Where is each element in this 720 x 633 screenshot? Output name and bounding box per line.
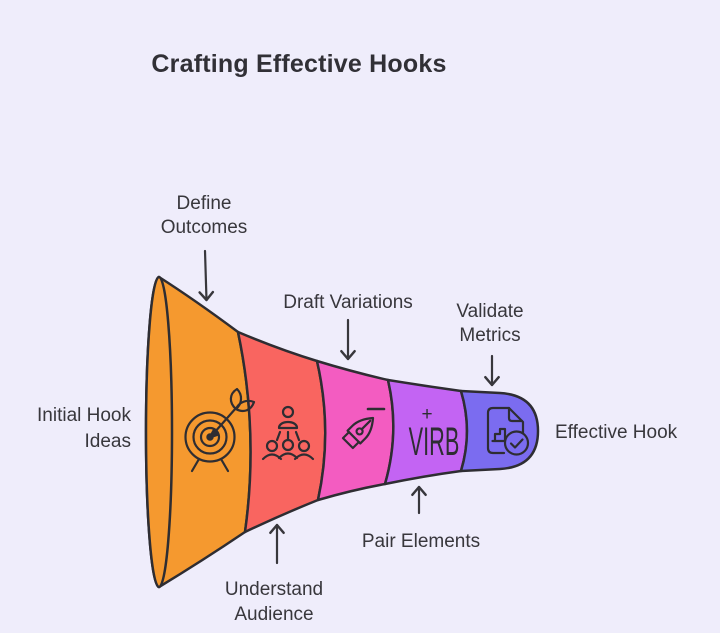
funnel-mouth-rim bbox=[144, 275, 174, 589]
label-initial-hook-ideas: Initial Hook Ideas bbox=[37, 405, 131, 452]
label-draft-variations: Draft Variations bbox=[283, 292, 413, 313]
virb-plus-glyph: + bbox=[421, 404, 432, 425]
page-title: Crafting Effective Hooks bbox=[151, 50, 447, 78]
virb-letters-icon: + VIRB bbox=[409, 404, 460, 464]
label-define-outcomes: Define Outcomes bbox=[160, 193, 248, 238]
label-effective-hook: Effective Hook bbox=[555, 422, 678, 443]
arrow-define-outcomes bbox=[198, 249, 215, 302]
label-understand-audience: Understand Audience bbox=[224, 579, 324, 625]
target-arrow-icon bbox=[184, 387, 256, 473]
virb-text-glyph: VIRB bbox=[409, 419, 460, 464]
funnel-stage-understand-audience bbox=[236, 330, 327, 534]
label-pair-elements: Pair Elements bbox=[361, 531, 481, 552]
document-check-icon bbox=[486, 406, 530, 456]
audience-icon bbox=[261, 405, 315, 461]
funnel-stage-draft-variations bbox=[315, 359, 395, 502]
label-validate-metrics: Validate Metrics bbox=[456, 301, 524, 346]
pen-nib-icon bbox=[341, 407, 386, 450]
